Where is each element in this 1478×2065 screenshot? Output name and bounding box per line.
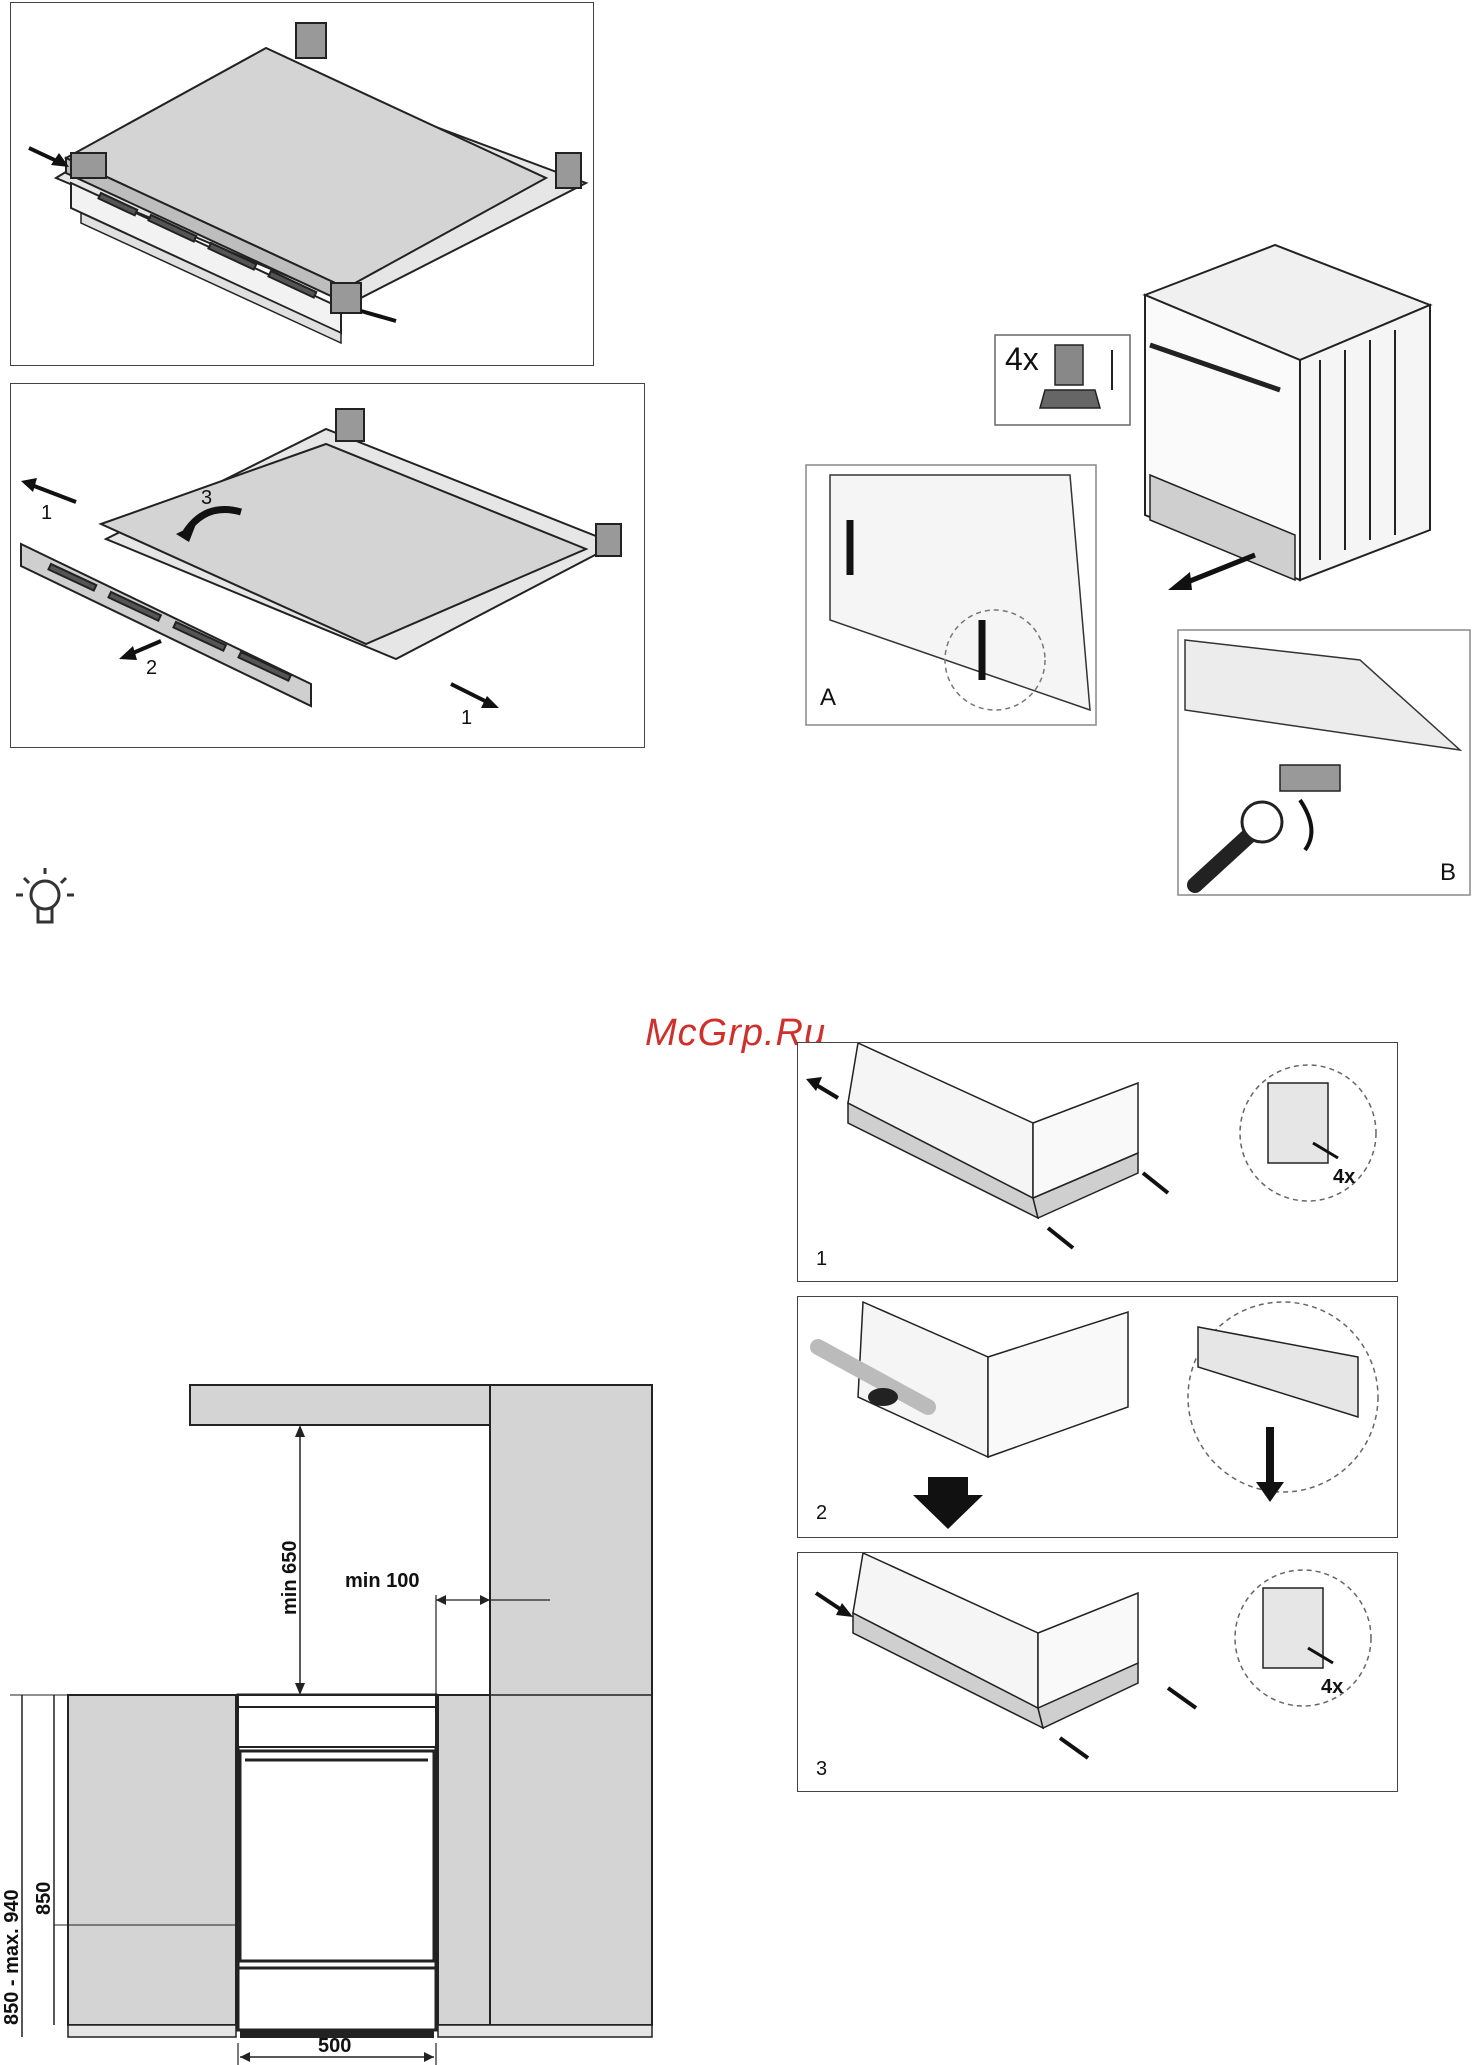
dimension-min-100: min 100 [345,1570,419,1592]
plinth-step2-number: 2 [816,1502,827,1524]
figure-plinth-step-2: 2 [797,1296,1398,1538]
figure-plinth-step-1: 4x 1 [797,1042,1398,1282]
installation-dimensions-drawing: min 650 min 100 850 - max. 940 850 500 [0,1375,670,2065]
hob-step-label-2: 2 [146,657,157,679]
hob-step-label-3: 3 [201,487,212,509]
figure-plinth-step-3: 4x 3 [797,1552,1398,1792]
plinth-step3-count: 4x [1321,1676,1343,1698]
figure-hob-insert [10,2,594,366]
panel-a-label: A [820,684,836,711]
feet-adjust-illustration: 4x A B [800,240,1475,900]
panel-b-label: B [1440,859,1456,886]
dimension-500: 500 [318,2035,351,2057]
dimension-850: 850 [33,1882,55,1915]
dimension-850-940: 850 - max. 940 [1,1889,23,2025]
plinth-step1-count: 4x [1333,1166,1355,1188]
lightbulb-icon [10,860,80,935]
hob-step-label-1b: 1 [461,707,472,729]
hob-insert-illustration [11,3,595,367]
plinth-step1-number: 1 [816,1248,827,1270]
figure-installation-dimensions: min 650 min 100 850 - max. 940 850 500 [0,1375,670,2065]
hob-step-label-1: 1 [41,502,52,524]
figure-adjust-feet: 4x A B [800,240,1475,900]
dimension-min-650: min 650 [279,1541,301,1615]
hob-remove-illustration: 1 3 2 1 [11,384,646,749]
plinth-step3-number: 3 [816,1758,827,1780]
figure-hob-remove-front: 1 3 2 1 [10,383,645,748]
feet-count-label: 4x [1005,341,1039,377]
